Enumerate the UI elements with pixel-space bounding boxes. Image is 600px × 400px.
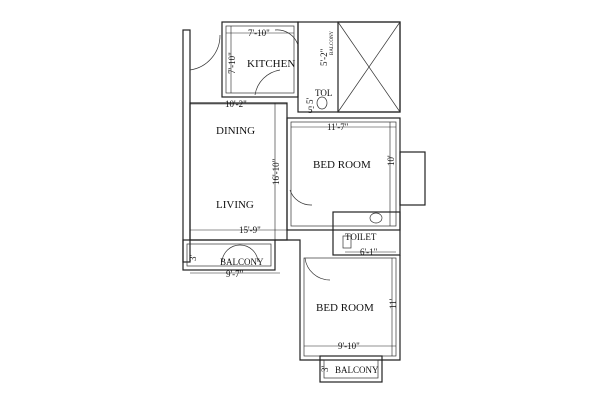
dim-balcony2-depth: 3' bbox=[320, 366, 330, 373]
dim-balcony-small-depth: 5'-2" bbox=[319, 48, 329, 66]
room-label-balcony-1: BALCONY bbox=[220, 257, 264, 267]
dim-tol-depth: 5' bbox=[305, 98, 315, 105]
room-label-dining: DINING bbox=[216, 125, 255, 137]
shaft bbox=[337, 21, 401, 113]
room-label-bedroom-2: BED ROOM bbox=[316, 302, 374, 314]
dim-toilet-width: 6'-1" bbox=[360, 247, 378, 257]
dim-tol-width: 5' bbox=[308, 105, 315, 115]
room-label-bedroom-1: BED ROOM bbox=[313, 159, 371, 171]
doors bbox=[189, 29, 383, 281]
dim-bedroom2-width: 9'-10" bbox=[338, 341, 360, 351]
dim-balcony1-depth: 3' bbox=[188, 255, 198, 262]
dim-kitchen-depth: 7'-10" bbox=[227, 52, 237, 74]
dim-living-width: 15'-9" bbox=[239, 225, 261, 235]
room-label-balcony-small: BALCONY bbox=[330, 30, 335, 55]
dim-balcony1-width: 9'-7" bbox=[226, 269, 244, 279]
dim-dining-width: 10'-2" bbox=[225, 99, 247, 109]
room-label-living: LIVING bbox=[216, 199, 254, 211]
dim-bedroom2-depth: 11' bbox=[388, 298, 398, 309]
room-label-toilet: TOILET bbox=[345, 232, 377, 242]
dim-bedroom1-depth: 10' bbox=[386, 155, 396, 166]
dim-living-depth: 16'-10" bbox=[271, 158, 281, 185]
room-label-tol: TOL bbox=[315, 88, 332, 98]
room-label-balcony-2: BALCONY bbox=[335, 365, 379, 375]
dimension-lines bbox=[190, 26, 396, 356]
dim-kitchen-width: 7'-10" bbox=[248, 28, 270, 38]
room-label-kitchen: KITCHEN bbox=[247, 58, 295, 70]
dim-bedroom1-width: 11'-7" bbox=[327, 122, 349, 132]
